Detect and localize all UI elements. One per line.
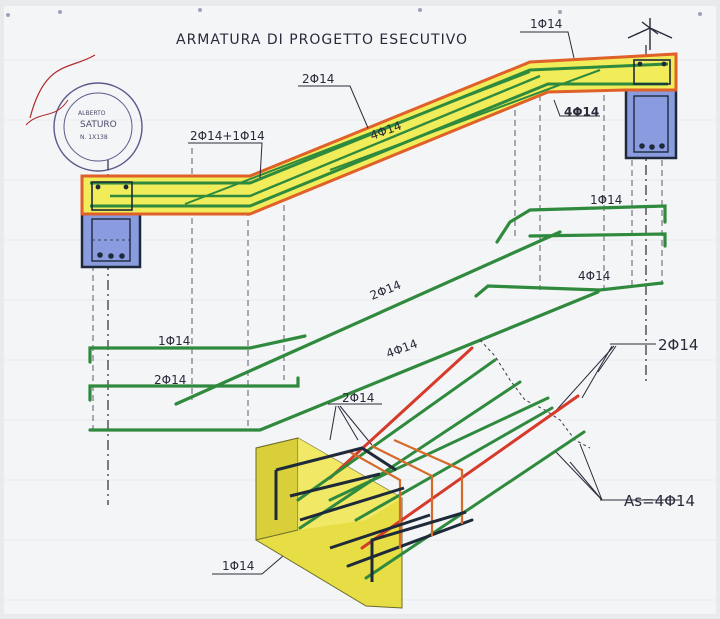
rebar-3 — [474, 281, 664, 298]
label-top-mid: 2Φ14 — [302, 72, 334, 86]
signature — [29, 54, 96, 119]
beam-elevation — [80, 52, 678, 216]
rebar-7 — [88, 290, 600, 432]
rebar-5 — [88, 376, 300, 402]
axis-lines — [107, 45, 647, 505]
rebar-1 — [495, 204, 667, 244]
left-column-section — [80, 211, 142, 269]
label-left-top: 2Φ14+1Φ14 — [190, 129, 265, 143]
sheet-edge-marks — [6, 8, 702, 17]
label-bar-e: 2Φ14 — [154, 373, 186, 387]
north-arrow-icon — [627, 18, 673, 50]
label-iso-a: 2Φ14 — [342, 391, 374, 405]
label-bar-d: 1Φ14 — [158, 334, 190, 348]
stamp-first: ALBERTO — [78, 110, 106, 117]
drawing-title: ARMATURA DI PROGETTO ESECUTIVO — [176, 32, 468, 48]
rebar-2 — [528, 232, 667, 248]
stamp-name: SATURO — [80, 120, 117, 130]
label-right-col: 4Φ14 — [564, 105, 599, 119]
signature-stroke — [25, 99, 69, 126]
label-bar-a: 1Φ14 — [590, 193, 622, 207]
rebar-6 — [174, 230, 562, 406]
label-bar-b: 4Φ14 — [578, 269, 610, 283]
leader-lines — [188, 31, 680, 575]
rebar-4 — [88, 334, 307, 364]
rebar-schedule — [88, 204, 667, 432]
architect-stamp: ALBERTO SATURO N. 1X138 — [25, 54, 143, 172]
label-top-right: 1Φ14 — [530, 17, 562, 31]
label-iso-right: 2Φ14 — [658, 336, 698, 354]
stamp-number: N. 1X138 — [80, 134, 108, 141]
isometric-detail — [255, 339, 591, 609]
label-iso-as: As=4Φ14 — [624, 492, 695, 510]
right-column-section — [624, 88, 678, 160]
label-iso-bottom: 1Φ14 — [222, 559, 254, 573]
